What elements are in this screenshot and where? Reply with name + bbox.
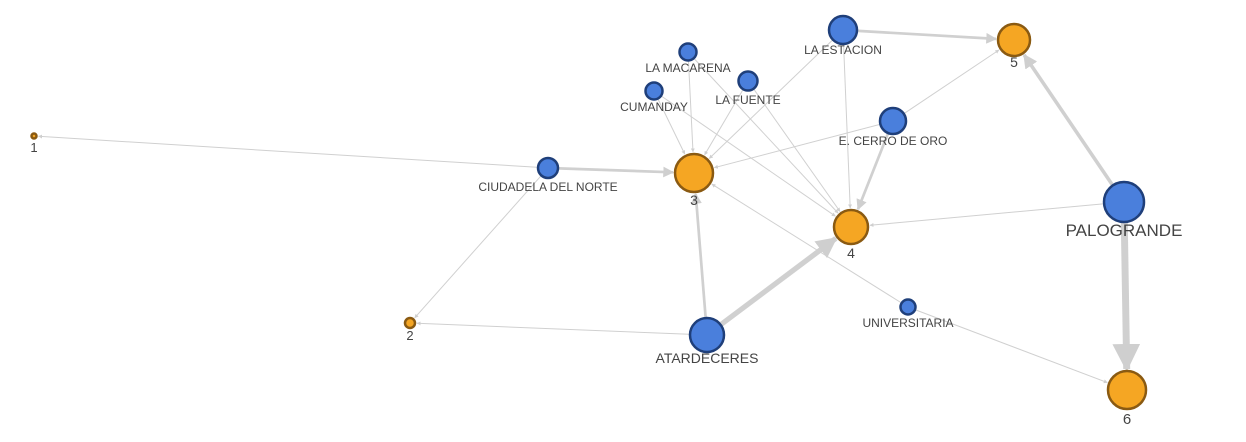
node-universitaria[interactable]: UNIVERSITARIA [862, 298, 954, 331]
node-n6[interactable]: 6 [1106, 369, 1148, 428]
edge-estacion-to-n3 [708, 40, 833, 159]
node-n2[interactable]: 2 [403, 316, 417, 343]
edge-cerro-to-n4 [856, 133, 890, 211]
node-label-universitaria: UNIVERSITARIA [862, 316, 953, 330]
edge-fuente-to-n4 [753, 89, 841, 212]
node-label-atardeceres: ATARDECERES [656, 350, 759, 366]
node-palogrande[interactable]: PALOGRANDE [1066, 180, 1183, 240]
node-atardeceres[interactable]: ATARDECERES [656, 316, 759, 366]
node-circle-fuente[interactable] [737, 70, 759, 92]
node-macarena[interactable]: LA MACARENA [645, 42, 731, 76]
node-label-n4: 4 [847, 245, 855, 261]
edge-cumanday-to-n4 [661, 95, 836, 217]
nodes-layer: 1 2 3 4 5 6 CIUDADELA DEL NORTE LA MACARENA CUMA… [30, 14, 1183, 428]
node-circle-n5[interactable] [996, 22, 1032, 58]
node-label-n2: 2 [406, 328, 413, 343]
node-n5[interactable]: 5 [996, 22, 1032, 70]
edge-atardeceres-to-n4 [719, 236, 838, 327]
node-n4[interactable]: 4 [832, 208, 870, 261]
node-circle-n6[interactable] [1106, 369, 1148, 411]
node-label-cumanday: CUMANDAY [620, 100, 688, 114]
node-circle-estacion[interactable] [827, 14, 859, 46]
edge-universitaria-to-n6 [915, 309, 1108, 384]
edge-macarena-to-n4 [694, 58, 839, 214]
node-circle-universitaria[interactable] [899, 298, 917, 316]
edge-ciudadela-to-n2 [414, 175, 542, 319]
node-estacion[interactable]: LA ESTACION [804, 14, 882, 57]
edge-palogrande-to-n5 [1022, 53, 1114, 186]
node-label-cerro: E. CERRO DE ORO [839, 134, 948, 148]
edge-palogrande-to-n6 [1112, 222, 1141, 372]
edge-atardeceres-to-n3 [691, 192, 707, 318]
node-circle-n1[interactable] [30, 132, 38, 140]
edge-estacion-to-n4 [843, 44, 853, 209]
node-circle-ciudadela[interactable] [536, 156, 560, 180]
edge-palogrande-to-n4 [869, 203, 1104, 227]
edge-ciudadela-to-n3 [558, 166, 675, 178]
node-circle-n3[interactable] [673, 152, 715, 194]
node-circle-cerro[interactable] [878, 106, 908, 136]
node-fuente[interactable]: LA FUENTE [715, 70, 781, 108]
node-circle-palogrande[interactable] [1102, 180, 1146, 224]
node-cerro[interactable]: E. CERRO DE ORO [839, 106, 948, 148]
node-label-estacion: LA ESTACION [804, 43, 882, 57]
node-circle-cumanday[interactable] [644, 81, 664, 101]
edge-ciudadela-to-n1 [38, 134, 538, 168]
node-circle-atardeceres[interactable] [688, 316, 726, 354]
edge-estacion-to-n5 [857, 29, 998, 44]
edge-cerro-to-n5 [904, 49, 1000, 114]
node-circle-macarena[interactable] [678, 42, 698, 62]
node-label-macarena: LA MACARENA [645, 61, 730, 75]
edges-layer [38, 29, 1141, 384]
edge-cumanday-to-n3 [657, 99, 686, 155]
node-label-n3: 3 [690, 192, 698, 208]
node-circle-n4[interactable] [832, 208, 870, 246]
edge-cerro-to-n3 [713, 124, 880, 169]
node-label-n5: 5 [1010, 54, 1018, 70]
node-n3[interactable]: 3 [673, 152, 715, 208]
edge-macarena-to-n3 [688, 61, 695, 153]
node-label-fuente: LA FUENTE [715, 93, 780, 107]
edge-fuente-to-n3 [704, 89, 744, 156]
node-label-n1: 1 [30, 140, 37, 155]
node-label-palogrande: PALOGRANDE [1066, 221, 1183, 240]
edge-universitaria-to-n3 [711, 183, 902, 303]
node-label-ciudadela: CIUDADELA DEL NORTE [478, 180, 617, 194]
node-ciudadela[interactable]: CIUDADELA DEL NORTE [478, 156, 618, 194]
node-circle-n2[interactable] [403, 316, 417, 330]
edge-atardeceres-to-n2 [416, 321, 690, 335]
node-n1[interactable]: 1 [30, 132, 38, 156]
node-label-n6: 6 [1123, 411, 1131, 428]
node-cumanday[interactable]: CUMANDAY [620, 81, 688, 115]
